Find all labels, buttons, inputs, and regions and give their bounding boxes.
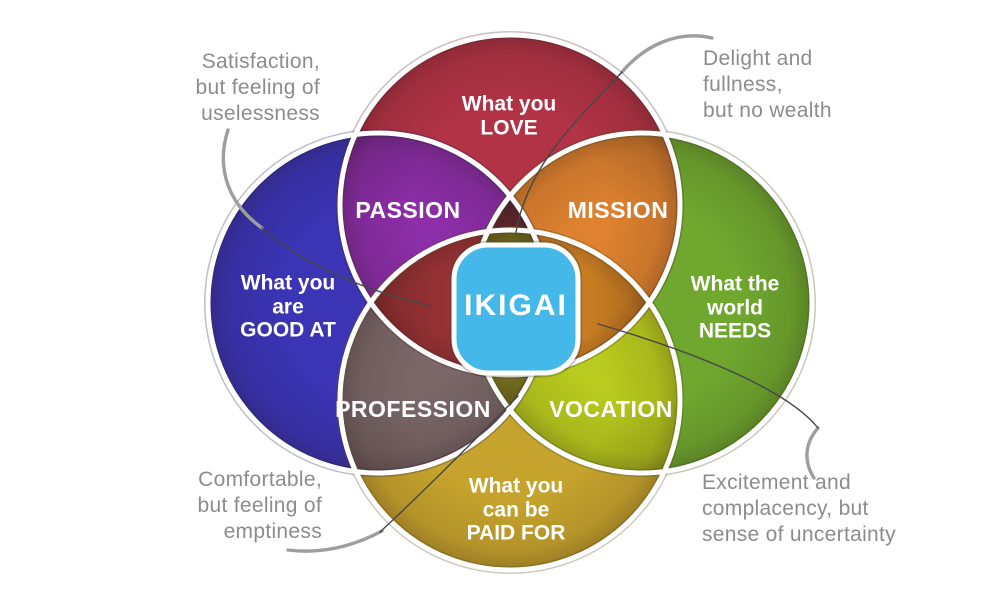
- annotation-emptiness: Comfortable, but feeling of emptiness: [197, 468, 322, 543]
- ikigai-center-label: IKIGAI: [464, 289, 568, 323]
- good-at-circle-label: What you are GOOD AT: [240, 271, 336, 342]
- circle-outline-paid-for: [337, 227, 683, 573]
- pointer-top-left: [221, 128, 433, 307]
- passion-label: PASSION: [355, 197, 461, 224]
- annotation-uncertainty: Excitement and complacency, but sense of…: [702, 471, 896, 546]
- center-ikigai-blob: [451, 242, 581, 376]
- pointer-bottom-right: [597, 323, 820, 480]
- pointer-bottom-left: [286, 395, 519, 553]
- pointer-top-right: [515, 34, 714, 233]
- needs-circle-label: What the world NEEDS: [690, 272, 780, 343]
- vocation-label: VOCATION: [549, 396, 673, 423]
- annotation-no-wealth: Delight and fullness, but no wealth: [703, 47, 832, 122]
- love-circle-label: What you LOVE: [461, 92, 557, 139]
- paid-for-circle-label: What you can be PAID FOR: [466, 474, 566, 545]
- watercolor-shading: [208, 35, 812, 570]
- annotation-uselessness: Satisfaction, but feeling of uselessness: [195, 50, 320, 125]
- mission-label: MISSION: [567, 197, 669, 224]
- profession-label: PROFESSION: [335, 396, 491, 423]
